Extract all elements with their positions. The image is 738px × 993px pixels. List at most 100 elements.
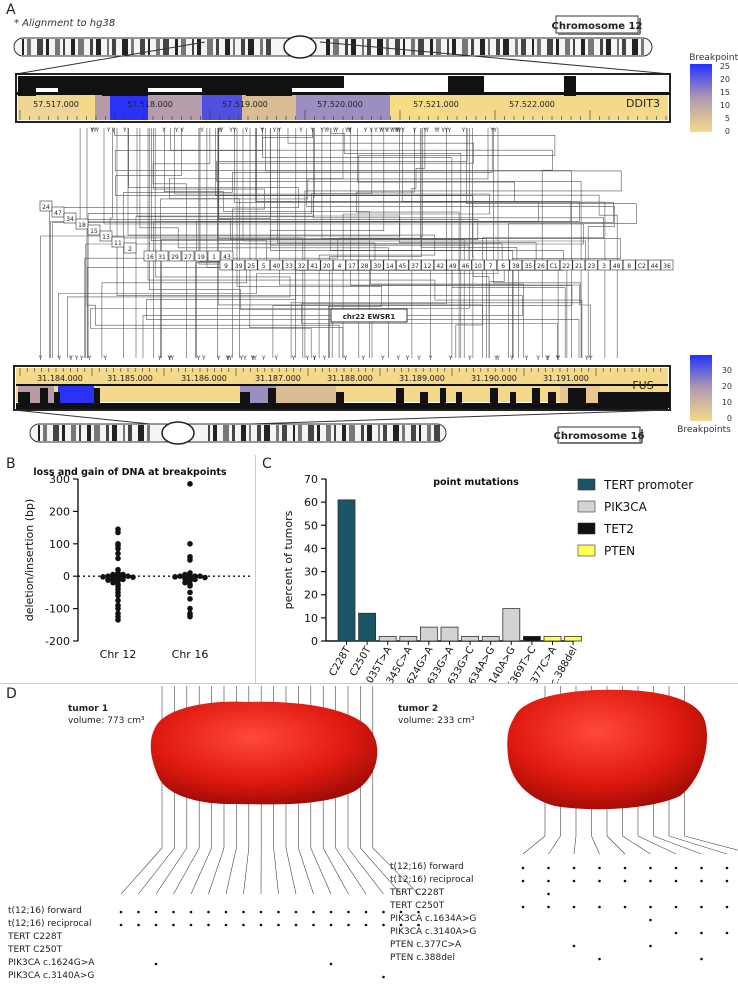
connection-line [301,128,558,358]
chr16-band [94,425,100,441]
panel-c-y-tick-label: 70 [304,473,318,486]
tumor2-sample-dot [725,931,729,935]
panel-d-letter: D [6,686,17,702]
tumor2-sampling-line [591,835,600,855]
fus-coverage-block [40,388,48,408]
breakpoint-marker: Y [373,127,378,134]
chr12-band [403,39,405,55]
chr12-band [503,39,509,55]
sample-number-box [194,250,208,262]
sample-number: 23 [588,263,596,270]
sample-number-box [51,206,65,218]
panel-b-title: loss and gain of DNA at breakpoints [33,467,226,478]
sample-number: 2 [128,246,132,253]
chr16-band [53,425,59,441]
tumor1-3d-render [150,701,378,805]
tumor1-sample-dot [242,923,245,927]
fus-gene-label: FUS [632,379,653,392]
breakpoint-marker: Y [273,355,278,362]
ddit3-coverage-block [202,76,246,92]
tumor2-sample-dot [649,918,652,922]
sample-number: 9 [224,263,228,270]
sample-number-box [509,259,523,271]
chr12-band [521,39,526,55]
sample-number: 28 [361,263,369,270]
sample-number-box [295,259,308,271]
breakpoint-marker: Y [74,355,79,362]
panel-c-y-tick-label: 60 [304,496,318,509]
breakpoint-marker: Y [448,355,453,362]
breakpoint-marker: Y [343,355,348,362]
fus-tick-label: 31.186.000 [181,374,227,383]
tumor1-sampling-line [322,847,349,895]
sample-number: 26 [537,263,545,270]
panel-b-y-tick-label: -200 [45,635,70,648]
chr16-band [257,425,261,441]
sample-number: 49 [449,263,457,270]
breakpoint-marker: Y [344,127,349,134]
tumor1-sampling-line [225,847,237,895]
ddit3-gene-label: DDIT3 [626,97,660,110]
breakpoint-marker: Y [390,127,395,134]
chr12-band [573,39,575,55]
panel-b-y-tick-label: -100 [45,603,70,616]
panel-c-bar [358,612,376,642]
tumor2-row-label: PIK3CA c.1634A>G [390,914,477,924]
tumor2-sample-dot [674,879,678,883]
tumor1-sample-dot [242,910,245,914]
panel-c-y-tick-label: 50 [304,519,318,532]
sample-number-box [522,259,535,271]
connection-line [198,128,524,358]
fus-tick-label: 31.185.000 [107,374,153,383]
chr16-band [367,425,372,441]
connection-line [151,128,568,358]
tumor1-sampling-line [298,847,314,895]
fus-coverage-block [420,392,428,408]
connection-line [265,128,622,358]
tumor2-sample-dot [521,866,525,870]
ddit3-coverage-block [564,76,576,96]
tumor1-sample-dot [312,923,315,927]
fus-heat-cell [276,386,336,404]
breakpoint-marker: Y [447,127,452,134]
ddit3-heat-cell [110,94,148,120]
chr16-band [334,425,336,441]
chr12-band [565,39,570,55]
breakpoint-marker: Y [106,127,111,134]
chr16-band [349,425,355,441]
panel-c-bar [378,635,397,642]
breakpoint-marker: Y [368,127,373,134]
sample-number-box [459,259,472,271]
sample-number: 37 [411,263,419,270]
sample-number: 11 [114,240,122,247]
ddit3-tick-label: 57.522.000 [509,100,555,109]
tumor2-title: tumor 2 [398,704,439,714]
breakpoint-marker: Y [322,355,327,362]
panel-b-data-point [187,596,193,602]
breakpoint-marker: Y [379,127,384,134]
panel-b-data-point [172,574,178,580]
chr16-band [213,425,217,441]
tumor1-sample-dot [207,923,210,927]
tumor2-sample-dot [598,905,601,909]
panel-b-x-label: Chr 16 [172,648,209,661]
breakpoint-marker: Y [319,127,324,134]
fus-coverage-block [568,388,586,408]
chr16-band [249,425,251,441]
connection-line [115,128,474,358]
fus-tick-label: 31.188.000 [327,374,373,383]
tumor2-row-label: TERT C228T [390,888,445,898]
panel-b-y-tick-label: 300 [49,473,70,486]
breakpoint-marker: Y [312,355,317,362]
breakpoint-marker: Y [394,127,399,134]
sample-number: 38 [512,263,520,270]
ddit3-tick-label: 57.521.000 [413,100,459,109]
chr16-band [293,425,295,441]
chr16-band [264,425,270,441]
panel-b-scatter-chart: loss and gain of DNA at breakpoints30020… [23,467,250,661]
chromosome-12-ideogram [13,35,653,59]
tumor2-sample-dot [674,866,678,870]
chr12-band [386,39,389,55]
connection-line [146,128,580,358]
sample-number: 14 [386,263,394,270]
